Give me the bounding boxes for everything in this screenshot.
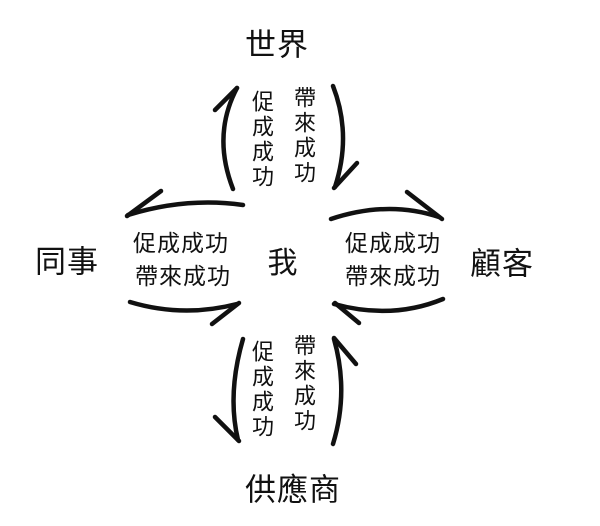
arrow-world-to-me bbox=[330, 83, 360, 191]
arrow-supplier-to-me bbox=[330, 335, 359, 447]
arrow-me-to-customer bbox=[328, 189, 445, 222]
edge-label-me-to-colleague: 促成成功 bbox=[133, 230, 229, 256]
edge-label-world-to-me: 帶來成功 bbox=[291, 86, 316, 186]
arrow-me-to-world bbox=[212, 85, 240, 192]
node-me: 我 bbox=[267, 247, 299, 280]
edge-label-supplier-to-me: 帶來成功 bbox=[291, 334, 316, 434]
arrow-colleague-to-me bbox=[127, 299, 242, 327]
edge-label-me-to-world: 促成成功 bbox=[249, 90, 274, 190]
edge-label-me-to-supplier: 促成成功 bbox=[249, 340, 274, 440]
node-world: 世界 bbox=[245, 27, 309, 63]
arrow-me-to-supplier bbox=[212, 336, 246, 444]
arrow-customer-to-me bbox=[331, 296, 446, 326]
node-colleague: 同事 bbox=[35, 244, 99, 280]
edge-label-customer-to-me: 帶來成功 bbox=[345, 263, 441, 289]
edge-label-colleague-to-me: 帶來成功 bbox=[135, 263, 231, 289]
node-supplier: 供應商 bbox=[245, 472, 341, 508]
edge-label-me-to-customer: 促成成功 bbox=[345, 230, 441, 256]
node-customer: 顧客 bbox=[470, 246, 534, 282]
arrow-me-to-colleague bbox=[124, 188, 246, 219]
